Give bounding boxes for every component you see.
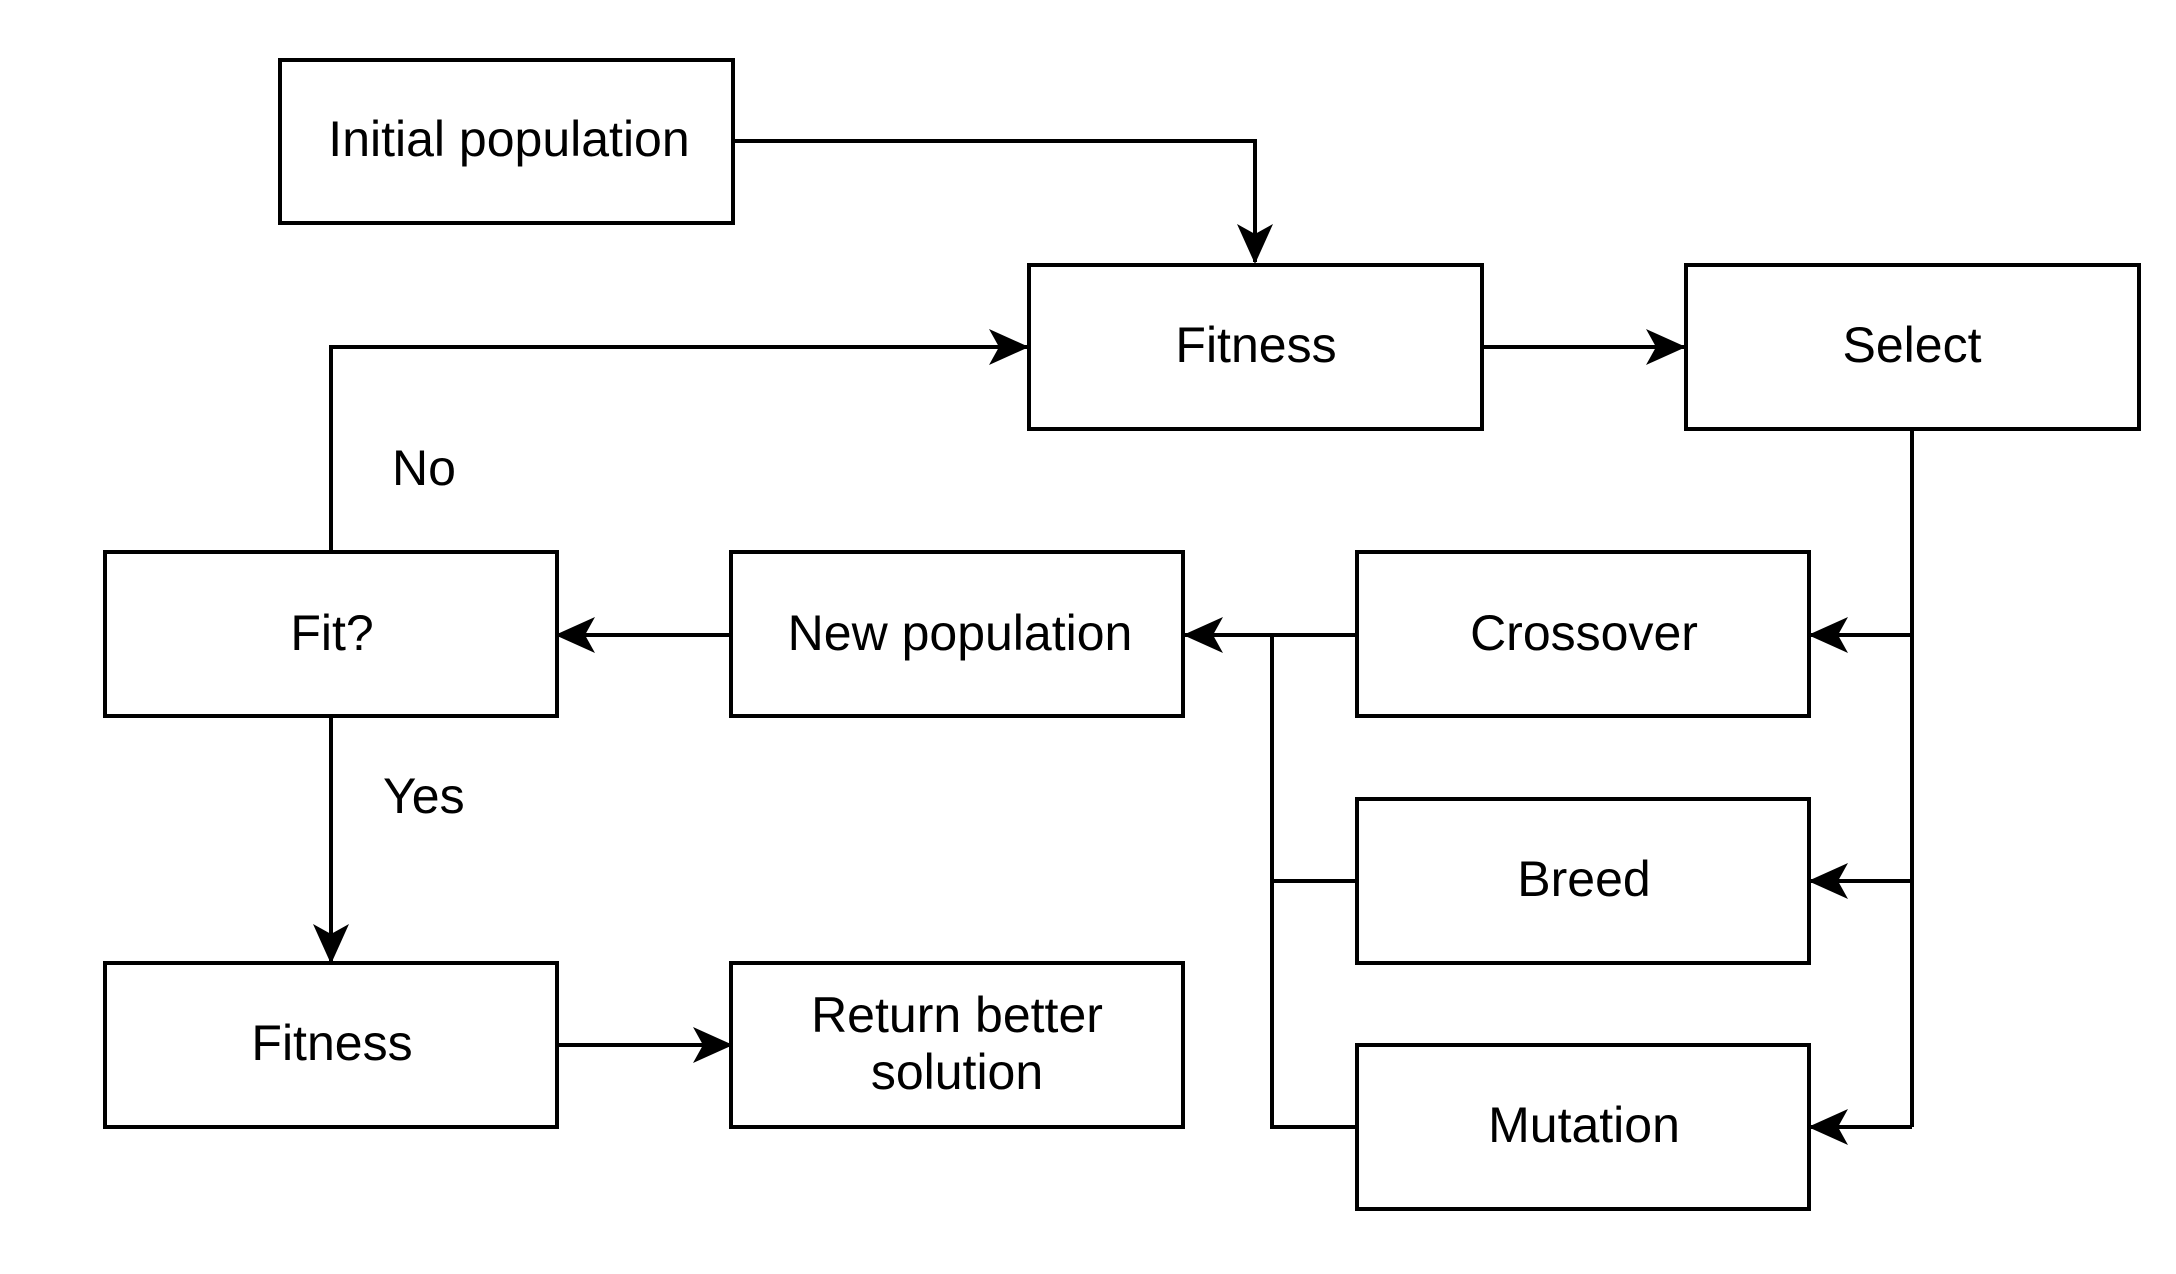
node-fitness-bottom: Fitness bbox=[103, 961, 559, 1129]
node-crossover: Crossover bbox=[1355, 550, 1811, 718]
node-fitness-top: Fitness bbox=[1027, 263, 1484, 431]
edge-initial-to-fitness bbox=[733, 139, 1273, 264]
node-initial-population: Initial population bbox=[278, 58, 735, 225]
edge-fit-no-to-fitness bbox=[329, 329, 1029, 551]
svg-text:solution: solution bbox=[871, 1044, 1043, 1100]
svg-text:New population: New population bbox=[788, 605, 1133, 661]
svg-text:Fit?: Fit? bbox=[290, 605, 373, 661]
svg-text:Mutation: Mutation bbox=[1488, 1097, 1680, 1153]
node-return-better-solution: Return better solution bbox=[729, 961, 1185, 1129]
edge-label-yes: Yes bbox=[383, 768, 465, 824]
svg-text:Select: Select bbox=[1843, 317, 1982, 373]
svg-text:Crossover: Crossover bbox=[1470, 605, 1698, 661]
node-mutation: Mutation bbox=[1355, 1043, 1811, 1211]
svg-text:Fitness: Fitness bbox=[1175, 317, 1336, 373]
svg-text:Initial population: Initial population bbox=[328, 111, 689, 167]
node-breed: Breed bbox=[1355, 797, 1811, 965]
node-new-population: New population bbox=[729, 550, 1185, 718]
node-fit-check: Fit? bbox=[103, 550, 559, 718]
node-select: Select bbox=[1684, 263, 2141, 431]
svg-text:Breed: Breed bbox=[1517, 851, 1650, 907]
edge-label-no: No bbox=[392, 440, 456, 496]
svg-text:Fitness: Fitness bbox=[251, 1015, 412, 1071]
svg-text:Return better: Return better bbox=[811, 987, 1103, 1043]
